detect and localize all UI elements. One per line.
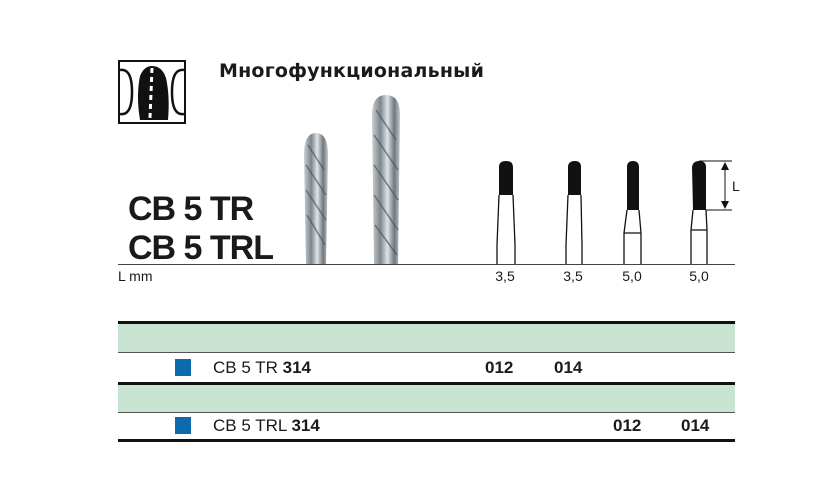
axis-line xyxy=(118,264,735,265)
page-title: Многофункциональный xyxy=(219,60,485,82)
product-name: CB 5 TRL xyxy=(213,416,287,435)
model-name: CB 5 TR xyxy=(128,190,254,228)
axis-label: L mm xyxy=(118,268,153,284)
bur-product-image xyxy=(298,95,408,265)
size-code: 014 xyxy=(681,416,710,435)
table-divider xyxy=(118,321,735,324)
size-code: 014 xyxy=(554,358,583,377)
product-name: CB 5 TR xyxy=(213,358,278,377)
bur-profile-diagrams xyxy=(480,150,740,265)
multifunction-icon xyxy=(118,60,186,124)
length-value: 5,0 xyxy=(689,268,709,284)
table-band xyxy=(118,385,735,412)
product-suffix: 314 xyxy=(282,358,311,377)
table-divider xyxy=(118,439,735,442)
length-value: 3,5 xyxy=(563,268,583,284)
color-code-square xyxy=(175,359,191,376)
table-row: CB 5 TRL 314 012 014 xyxy=(118,413,735,439)
length-value: 5,0 xyxy=(622,268,642,284)
table-divider xyxy=(118,412,735,413)
table-band xyxy=(118,324,735,352)
model-name: CB 5 TRL xyxy=(128,229,274,267)
size-code: 012 xyxy=(613,416,642,435)
dimension-label: L xyxy=(732,178,740,194)
table-divider xyxy=(118,382,735,385)
table-divider xyxy=(118,352,735,353)
size-code: 012 xyxy=(485,358,514,377)
table-row: CB 5 TR 314 012 014 xyxy=(118,353,735,382)
length-value: 3,5 xyxy=(495,268,515,284)
product-suffix: 314 xyxy=(291,416,320,435)
color-code-square xyxy=(175,417,191,434)
